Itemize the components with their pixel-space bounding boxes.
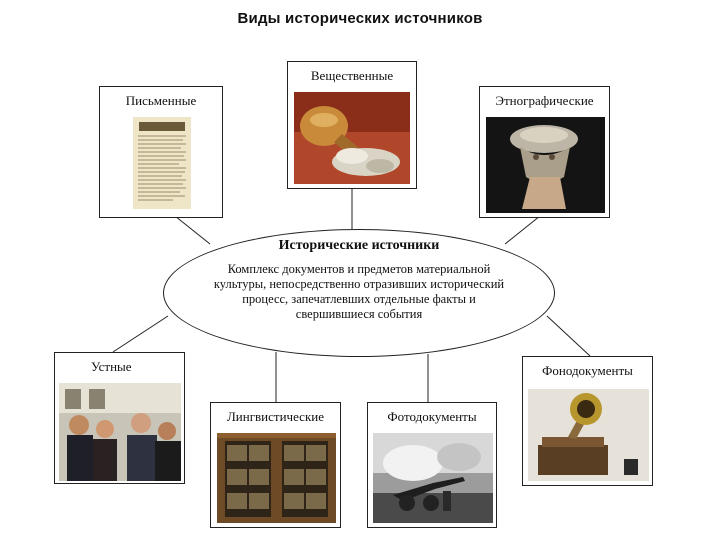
card-phono-label: Фонодокументы: [523, 363, 652, 379]
card-phono: Фонодокументы: [522, 356, 653, 486]
gramophone-image: [528, 389, 649, 481]
card-ethnographic-label: Этнографические: [480, 93, 609, 109]
vessel-with-coins-image: [294, 92, 410, 184]
card-written-label: Письменные: [100, 93, 222, 109]
ethnographic-headdress-image: [486, 117, 605, 213]
card-oral: Устные: [54, 352, 185, 484]
center-ellipse: Исторические источники Комплекс документ…: [163, 229, 555, 357]
card-linguistic: Лингвистические: [210, 402, 341, 528]
card-photo-label: Фотодокументы: [368, 409, 496, 425]
card-written: Письменные: [99, 86, 223, 218]
card-ethnographic: Этнографические: [479, 86, 610, 218]
connector-phono: [547, 316, 590, 356]
people-group-image: [59, 383, 181, 481]
card-material-label: Вещественные: [288, 68, 416, 84]
center-description: Комплекс документов и предметов материал…: [204, 262, 514, 322]
manuscript-page-image: [133, 117, 191, 209]
war-photograph-image: [373, 433, 493, 523]
connector-oral: [113, 316, 168, 352]
card-linguistic-label: Лингвистические: [211, 409, 340, 425]
center-title: Исторические источники: [164, 238, 554, 254]
bookcase-image: [217, 433, 336, 523]
card-photo: Фотодокументы: [367, 402, 497, 528]
card-material: Вещественные: [287, 61, 417, 189]
card-oral-label: Устные: [91, 359, 184, 375]
